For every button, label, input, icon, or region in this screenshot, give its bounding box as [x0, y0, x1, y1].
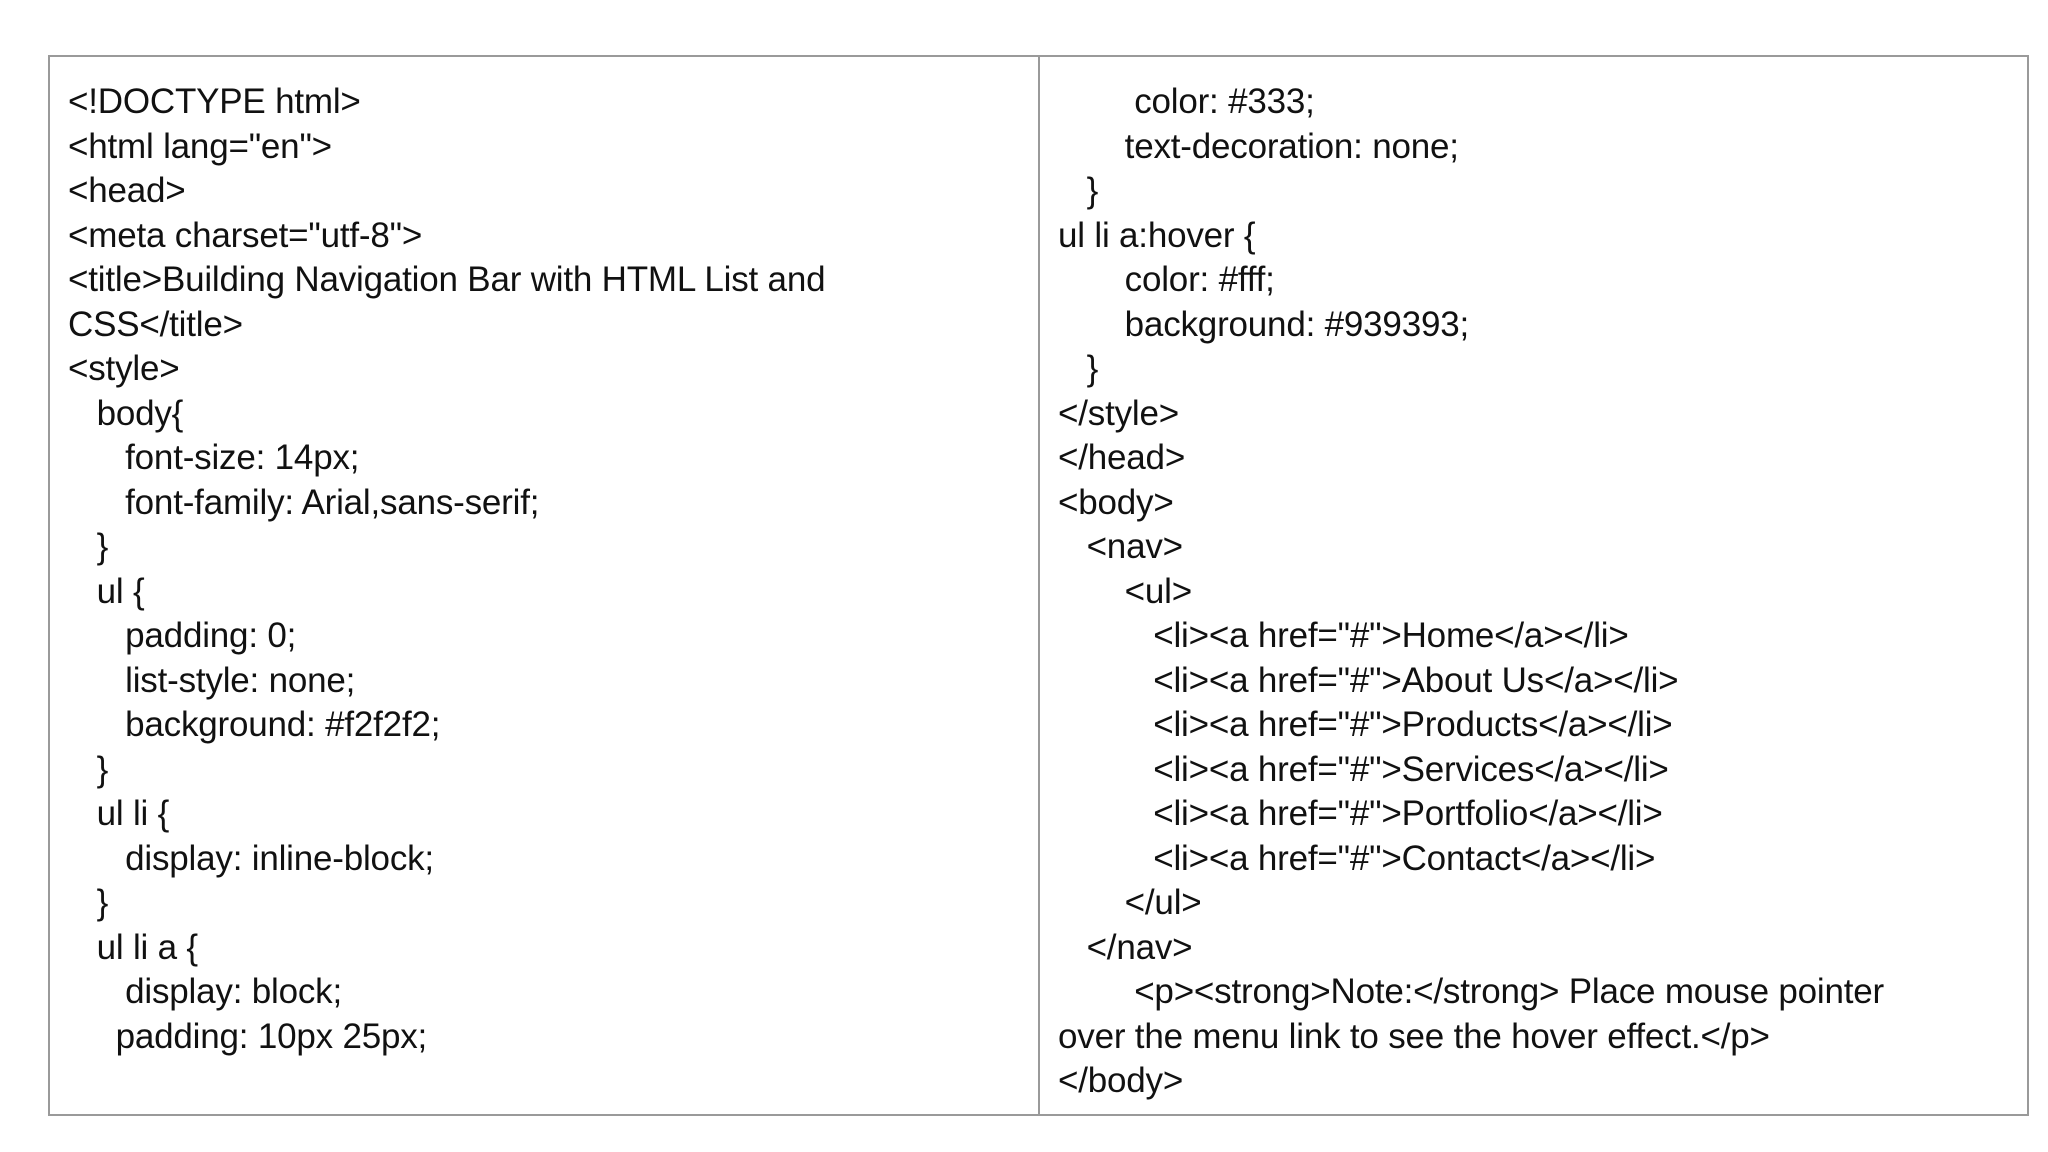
- code-line: body{: [68, 393, 184, 433]
- code-line: background: #939393;: [1058, 304, 1470, 344]
- code-line: </ul>: [1058, 883, 1202, 922]
- code-line: list-style: none;: [68, 660, 356, 700]
- code-line: <li><a href="#">Products</a></li>: [1058, 705, 1673, 744]
- code-line: <li><a href="#">About Us</a></li>: [1058, 660, 1679, 700]
- code-line: </style>: [1058, 393, 1179, 433]
- code-line: }: [1058, 349, 1099, 388]
- code-line: text-decoration: none;: [1058, 126, 1459, 166]
- code-line: font-size: 14px;: [68, 438, 360, 477]
- code-line: </head>: [1058, 438, 1186, 477]
- code-line: <li><a href="#">Services</a></li>: [1058, 749, 1669, 789]
- code-line: display: block;: [68, 972, 342, 1011]
- code-line: <!DOCTYPE html>: [68, 82, 361, 121]
- code-line: <title>Building Navigation Bar with HTML…: [68, 260, 826, 299]
- code-line: CSS</title>: [68, 304, 243, 344]
- right-code-column: color: #333; text-decoration: none; } ul …: [1040, 57, 2027, 1114]
- code-line: }: [68, 527, 109, 566]
- code-line: ul {: [68, 571, 145, 611]
- code-line: <li><a href="#">Portfolio</a></li>: [1058, 794, 1663, 833]
- left-code-lines: <!DOCTYPE html> <html lang="en"> <head> <me…: [68, 80, 1028, 1059]
- code-line: </nav>: [1058, 927, 1193, 967]
- code-line: <li><a href="#">Contact</a></li>: [1058, 838, 1656, 878]
- right-code-lines: color: #333; text-decoration: none; } ul …: [1058, 80, 2017, 1104]
- code-line: ul li a {: [68, 927, 199, 967]
- code-line: <head>: [68, 171, 186, 210]
- code-line: padding: 0;: [68, 616, 297, 655]
- code-line: <p><strong>Note:</strong> Place mouse po…: [1058, 972, 1885, 1011]
- code-line: padding: 10px 25px;: [68, 1016, 428, 1056]
- code-line: <body>: [1058, 482, 1174, 522]
- code-line: font-family: Arial,sans-serif;: [68, 482, 540, 522]
- code-line: ul li a:hover {: [1058, 215, 1256, 255]
- code-line: <meta charset="utf-8">: [68, 215, 423, 255]
- code-line: </body>: [1058, 1061, 1184, 1100]
- code-line: color: #333;: [1058, 82, 1315, 121]
- code-table: <!DOCTYPE html> <html lang="en"> <head> <me…: [48, 55, 2029, 1116]
- code-line: }: [68, 883, 109, 922]
- code-line: color: #fff;: [1058, 260, 1275, 299]
- code-line: display: inline-block;: [68, 838, 434, 878]
- code-line: <style>: [68, 349, 180, 388]
- code-line: <nav>: [1058, 527, 1184, 566]
- code-line: <li><a href="#">Home</a></li>: [1058, 616, 1629, 655]
- code-line: <ul>: [1058, 571, 1193, 611]
- code-line: ul li {: [68, 794, 170, 833]
- code-line: background: #f2f2f2;: [68, 705, 441, 744]
- left-code-column: <!DOCTYPE html> <html lang="en"> <head> <me…: [50, 57, 1040, 1114]
- code-line: over the menu link to see the hover effe…: [1058, 1016, 1770, 1056]
- code-line: }: [68, 749, 109, 789]
- code-line: }: [1058, 171, 1099, 210]
- code-line: <html lang="en">: [68, 126, 332, 166]
